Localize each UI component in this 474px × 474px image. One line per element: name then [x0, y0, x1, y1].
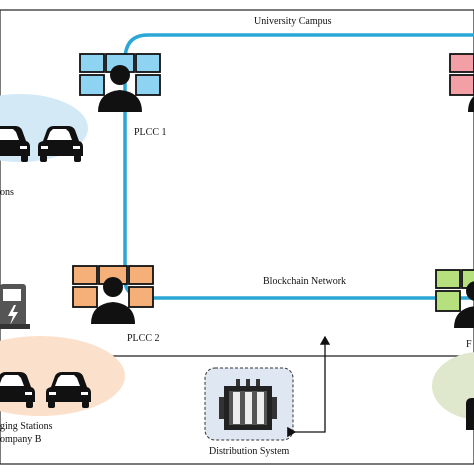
diagram-frame: [0, 9, 474, 465]
car-icon: [466, 398, 474, 430]
distribution-label: Distribution System: [209, 446, 290, 457]
plcc1-operator-icon: [79, 53, 161, 113]
stations-bottom-label-2: ompany B: [0, 434, 42, 445]
plcc-right-label: F: [466, 339, 472, 350]
blockchain-label: Blockchain Network: [263, 276, 347, 287]
plcc-top-right-operator-icon: [449, 53, 474, 113]
stations-bottom-label-1: ging Stations: [0, 421, 53, 432]
distribution-arrow: [287, 335, 331, 438]
plcc1-label: PLCC 1: [134, 127, 167, 138]
charging-station-icon: [0, 284, 30, 329]
stations-top-label: ons: [0, 187, 14, 198]
blockchain-network-line: [123, 33, 474, 300]
plcc2-operator-icon: [72, 265, 154, 325]
transformer-icon: [219, 379, 277, 430]
ev-cluster-ellipse-right: [432, 352, 474, 420]
campus-label: University Campus: [254, 16, 332, 27]
plcc2-label: PLCC 2: [127, 333, 160, 344]
plcc-bottom-right-operator-icon: [435, 269, 474, 329]
